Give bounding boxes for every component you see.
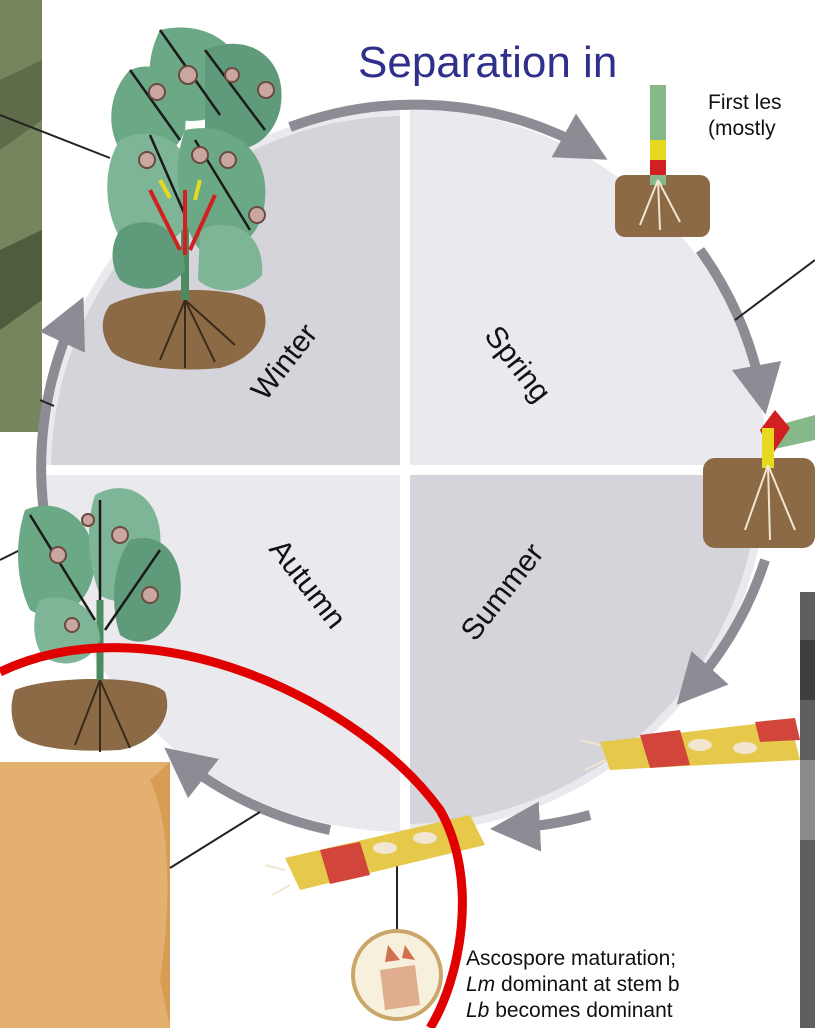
arrow-stubble-to-ascospore [510,815,590,828]
background-photo-top-left [0,0,42,432]
lm-species-label: Lm [466,973,495,996]
lb-species-label: Lb [466,999,489,1022]
ascospore-magnified-view [353,931,441,1019]
background-photo-right [800,592,815,1028]
first-lesions-note: First les (mostly [708,90,782,142]
ascospore-line-3: Lb becomes dominant [466,998,680,1024]
winter-plant-illustration [103,27,282,369]
ascospore-line-2: Lm dominant at stem b [466,972,680,998]
ascospore-line-1: Ascospore maturation; [466,946,680,972]
diagram-title: Separation in [358,38,617,88]
first-lesions-line-1: First les [708,90,782,116]
spring-seedling-1 [615,85,710,237]
ascospore-note: Ascospore maturation; Lm dominant at ste… [466,946,680,1024]
background-photo-bottom-left [0,762,170,1028]
first-lesions-line-2: (mostly [708,116,782,142]
